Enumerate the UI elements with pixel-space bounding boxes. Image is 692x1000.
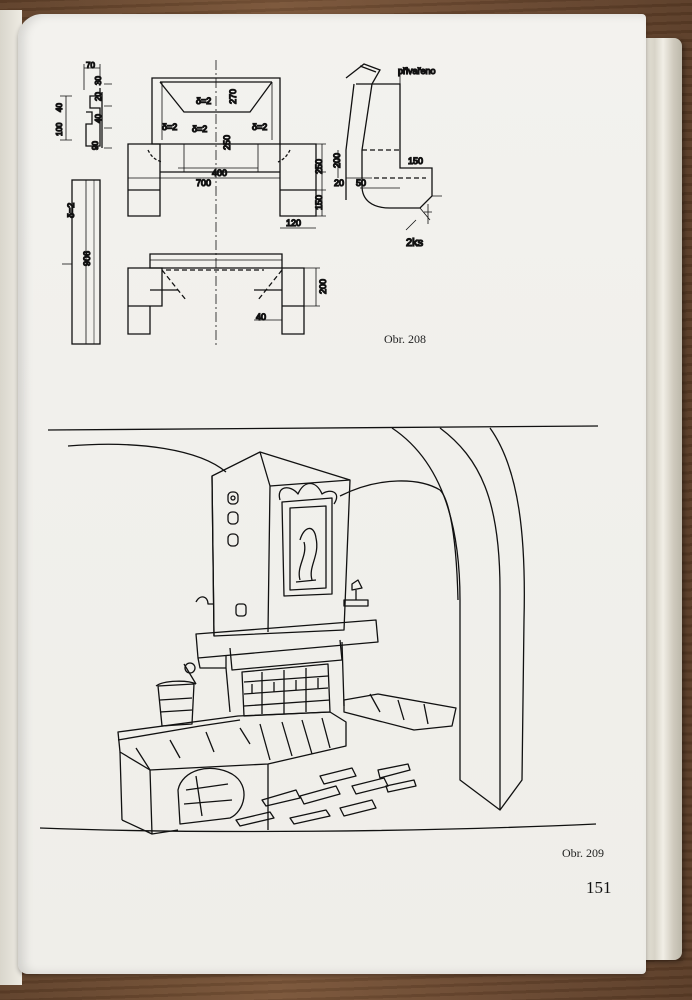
dim-delta-left: δ=2 [162, 122, 177, 132]
dim-400: 400 [212, 168, 227, 178]
welded-label: přivařeno [398, 66, 436, 76]
dim-20: 20 [94, 92, 103, 101]
dim-200-side: 200 [332, 153, 342, 168]
floor-line [39, 823, 597, 833]
facing-page-edge [0, 10, 22, 985]
dim-150-a: 150 [314, 195, 324, 210]
bucket [155, 662, 197, 727]
side-bench [343, 693, 457, 731]
wall-lamp [343, 579, 369, 607]
firebox-bricks [241, 663, 331, 717]
side-view-welded: přivařeno 200 150 20 50 2ks [331, 63, 442, 250]
dim-150-side: 150 [408, 156, 423, 166]
dim-200: 200 [318, 279, 328, 294]
dim-delta-top: δ=2 [196, 96, 211, 106]
book-page [18, 14, 646, 974]
arch-back [489, 427, 525, 811]
mantel [195, 619, 379, 713]
arch-inner-curve [339, 480, 441, 497]
dim-40: 40 [55, 103, 64, 112]
chimney [195, 451, 351, 637]
dim-40-top: 40 [256, 312, 266, 322]
hood-front-view: δ=2 270 δ=2 δ=2 δ=2 250 400 700 250 150 … [127, 60, 326, 348]
dim-250-b: 250 [314, 159, 324, 174]
dim-906: 906 [82, 251, 92, 266]
dim-100: 100 [55, 122, 64, 136]
dim-delta-right: δ=2 [252, 122, 267, 132]
dim-270: 270 [228, 89, 238, 104]
framed-picture [278, 482, 338, 597]
pieces-label: 2ks [406, 237, 424, 249]
dim-120: 120 [286, 218, 301, 228]
hearth [117, 711, 347, 835]
dim-30: 30 [94, 76, 103, 85]
bracket-profile: 70 40 30 20 40 100 90 [54, 60, 112, 151]
ceiling-line [47, 425, 599, 431]
dim-delta-mid: δ=2 [192, 124, 207, 134]
figure-208-caption: Obr. 208 [384, 332, 426, 346]
page-number: 151 [586, 878, 612, 897]
dim-40b: 40 [94, 114, 103, 123]
dim-delta-bar: δ=2 [66, 203, 76, 218]
page-stack-edge [640, 38, 682, 960]
floor-tiles [235, 763, 417, 827]
dim-90: 90 [91, 141, 100, 150]
dim-250-a: 250 [222, 135, 232, 150]
dim-700: 700 [196, 178, 211, 188]
vault-left-curve [67, 443, 227, 473]
dim-20-side: 20 [334, 178, 344, 188]
dim-70: 70 [86, 61, 95, 70]
dim-50-side: 50 [356, 178, 366, 188]
figure-209-caption: Obr. 209 [562, 846, 604, 860]
long-bar: δ=2 906 [62, 179, 101, 345]
arch-outer [391, 427, 501, 811]
hood-top-view: 200 40 [127, 253, 329, 335]
